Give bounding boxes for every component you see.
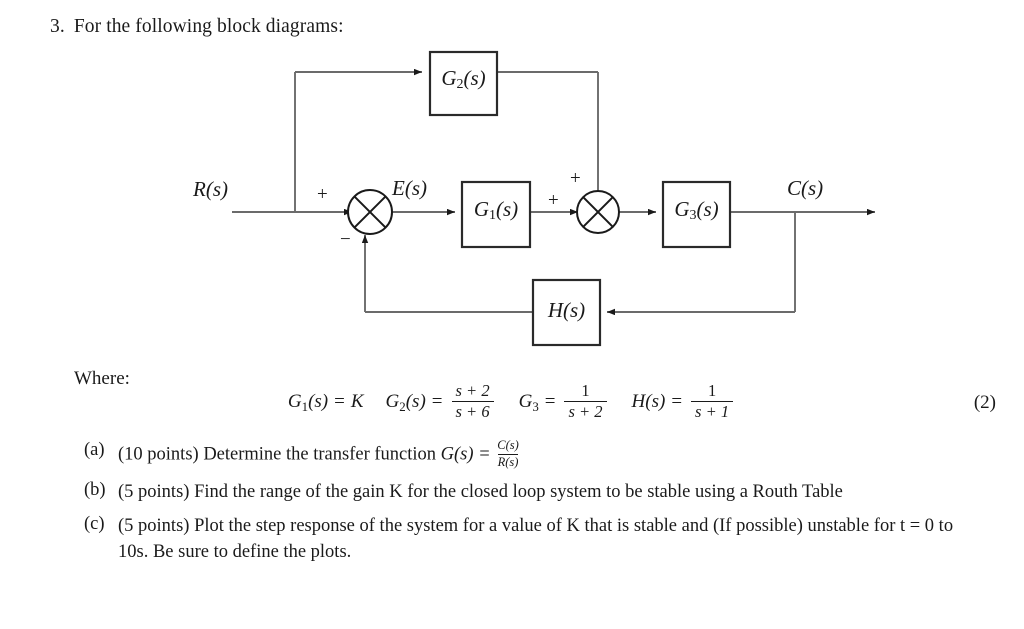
block-h-label: H(s) xyxy=(547,298,585,322)
equation-number: (2) xyxy=(973,392,996,413)
question-b-points: (5 points) xyxy=(118,481,190,502)
question-c-body: (5 points) Plot the step response of the… xyxy=(118,514,984,565)
block-diagram: G2(s) G1(s) G3(s) H(s) + − xyxy=(0,40,1024,360)
summing-junction-1: + − xyxy=(317,184,393,250)
sum1-plus-sign: + xyxy=(317,184,328,205)
question-c-points: (5 points) xyxy=(118,516,190,537)
equation-g1-rhs: K xyxy=(350,390,364,412)
equation-g3-lhs: G3 xyxy=(518,390,539,415)
equation-h-denominator: s + 1 xyxy=(691,401,734,421)
block-g2: G2(s) xyxy=(428,50,499,117)
equation-g2-lhs: G2(s) xyxy=(385,390,426,415)
block-g3-label: G3(s) xyxy=(674,197,718,223)
equation-g1-lhs: G1(s) xyxy=(287,390,329,415)
question-a-points: (10 points) xyxy=(118,444,199,465)
equation-g3-denominator: s + 2 xyxy=(564,401,607,421)
problem-heading: 3. For the following block diagrams: xyxy=(50,16,344,38)
question-b-body: (5 points) Find the range of the gain K … xyxy=(118,480,984,506)
signal-label-output: C(s) xyxy=(787,176,823,200)
question-parts: (a) (10 points) Determine the transfer f… xyxy=(84,438,984,574)
sum2-left-plus-sign: + xyxy=(548,190,559,211)
question-a-tag: (a) xyxy=(84,440,105,460)
question-a-text: Determine the transfer function xyxy=(203,444,437,465)
equation-g2-denominator: s + 6 xyxy=(451,401,494,421)
equation-g1: G1(s) = K xyxy=(288,391,364,413)
sum1-minus-sign: − xyxy=(340,229,351,250)
equals-sign: = xyxy=(334,390,345,412)
block-g1: G1(s) xyxy=(460,180,532,249)
equation-g2: G2(s) = s + 2 s + 6 xyxy=(385,381,497,422)
equation-g3: G3 = 1 s + 2 xyxy=(518,381,610,422)
question-c-tag: (c) xyxy=(84,514,105,535)
equals-sign: = xyxy=(544,390,556,412)
question-a-body: (10 points) Determine the transfer funct… xyxy=(118,438,984,471)
signal-label-input: R(s) xyxy=(192,177,228,201)
question-a-symbol: G(s) = xyxy=(440,444,491,465)
block-h: H(s) xyxy=(531,278,602,347)
question-a-fraction-numerator: C(s) xyxy=(497,438,519,452)
question-b-tag: (b) xyxy=(84,479,106,500)
equation-h-lhs: H(s) xyxy=(631,390,666,412)
block-g2-label: G2(s) xyxy=(441,66,485,92)
question-part-b: (b) (5 points) Find the range of the gai… xyxy=(84,480,984,506)
where-label: Where: xyxy=(74,368,130,389)
equation-h-fraction: 1 s + 1 xyxy=(691,381,734,422)
question-b-text: Find the range of the gain K for the clo… xyxy=(194,481,843,502)
question-part-a: (a) (10 points) Determine the transfer f… xyxy=(84,438,984,471)
problem-heading-text: For the following block diagrams: xyxy=(73,16,344,37)
equation-g2-numerator: s + 2 xyxy=(455,381,490,400)
problem-number: 3. xyxy=(50,16,65,37)
block-g3: G3(s) xyxy=(661,180,732,249)
question-part-c: (c) (5 points) Plot the step response of… xyxy=(84,514,984,565)
definitions-equations: G1(s) = K G2(s) = s + 2 s + 6 G3 = 1 s +… xyxy=(0,381,1024,422)
equation-h: H(s) = 1 s + 1 xyxy=(631,381,737,422)
summing-junction-2: + + xyxy=(548,168,620,234)
question-a-fraction-denominator: R(s) xyxy=(497,453,519,469)
block-g1-label: G1(s) xyxy=(474,197,518,223)
equation-g3-numerator: 1 xyxy=(581,381,590,400)
question-a-fraction: C(s) R(s) xyxy=(497,438,519,470)
equation-g2-fraction: s + 2 s + 6 xyxy=(451,381,494,422)
equation-h-numerator: 1 xyxy=(707,381,717,400)
equals-sign: = xyxy=(431,390,443,412)
signal-label-error: E(s) xyxy=(391,176,427,200)
sum2-top-plus-sign: + xyxy=(570,168,581,189)
equation-g3-fraction: 1 s + 2 xyxy=(564,381,607,422)
question-c-text: Plot the step response of the system for… xyxy=(118,516,954,562)
equals-sign: = xyxy=(671,390,683,412)
